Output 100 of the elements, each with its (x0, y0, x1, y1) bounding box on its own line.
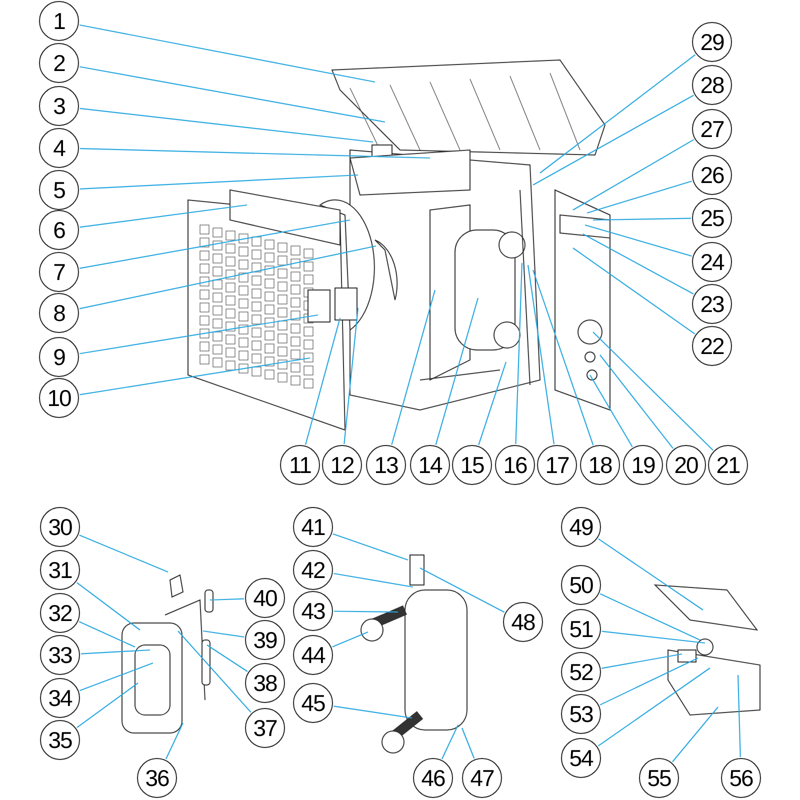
callout-number: 33 (40, 635, 80, 675)
callout-number: 6 (39, 210, 79, 250)
leader-line (478, 362, 507, 446)
callout-number: 45 (293, 683, 333, 723)
leader-line (80, 204, 248, 228)
leader-line (598, 668, 710, 746)
leader-line (527, 264, 555, 444)
leader-line (582, 234, 694, 294)
callout-number: 14 (410, 445, 450, 485)
callout-number: 30 (40, 507, 80, 547)
callout-number: 29 (692, 22, 732, 62)
leader-line (202, 630, 244, 638)
leader-line (391, 290, 436, 445)
leader-line (600, 354, 674, 449)
callout-number: 34 (40, 678, 80, 718)
leader-line (672, 706, 718, 762)
leader-line (332, 632, 368, 648)
callout-number: 22 (692, 326, 732, 366)
leader-line (540, 54, 696, 174)
callout-number: 44 (293, 635, 333, 675)
callout-number: 50 (561, 565, 601, 605)
callout-number: 16 (495, 445, 535, 485)
callout-number: 41 (293, 507, 333, 547)
leader-line (532, 94, 694, 186)
leader-line (80, 148, 430, 159)
callout-number: 32 (40, 593, 80, 633)
callout-number: 56 (721, 758, 761, 798)
leader-line (593, 218, 692, 221)
leader-line (165, 722, 184, 760)
callout-number: 31 (40, 550, 80, 590)
leader-line (210, 598, 244, 601)
leader-line (79, 534, 168, 572)
callout-number: 43 (293, 591, 333, 631)
leader-line (592, 332, 714, 451)
callout-number: 7 (39, 252, 79, 292)
leader-line (600, 593, 700, 640)
callout-number: 46 (413, 758, 453, 798)
callout-number: 54 (561, 738, 601, 778)
leader-line (304, 318, 341, 445)
leader-line (80, 314, 318, 354)
leader-line (332, 533, 408, 561)
leader-line (602, 630, 706, 644)
callout-number: 24 (692, 242, 732, 282)
callout-number: 40 (245, 578, 285, 618)
leader-line (79, 245, 376, 310)
callout-number: 21 (708, 445, 748, 485)
callout-number: 28 (692, 65, 732, 105)
leader-line (206, 644, 248, 672)
leader-line (600, 658, 698, 706)
leader-line (80, 649, 150, 654)
callout-number: 36 (137, 758, 177, 798)
callout-number: 12 (322, 445, 362, 485)
leader-line (572, 139, 694, 210)
callout-number: 51 (561, 609, 601, 649)
callout-number: 35 (40, 720, 80, 760)
leader-line (334, 572, 414, 588)
callout-number: 10 (39, 378, 79, 418)
callout-number: 4 (39, 128, 79, 168)
callout-number: 42 (293, 550, 333, 590)
callout-number: 25 (692, 198, 732, 238)
callout-number: 3 (39, 86, 79, 126)
callout-number: 37 (245, 708, 285, 748)
leader-line (80, 66, 386, 123)
callout-number: 52 (561, 652, 601, 692)
leader-line (80, 24, 376, 83)
leader-line (586, 180, 692, 214)
leader-line (344, 308, 359, 444)
leader-line (461, 728, 475, 759)
callout-number: 23 (692, 284, 732, 324)
leader-line (572, 248, 696, 334)
callout-number: 18 (580, 445, 620, 485)
leader-line (532, 270, 594, 446)
leader-line (80, 357, 310, 396)
leader-line (76, 582, 140, 630)
leader-line (334, 610, 398, 613)
callout-number: 38 (245, 663, 285, 703)
leader-line (584, 224, 692, 257)
callout-number: 8 (39, 293, 79, 333)
callout-number: 17 (537, 445, 577, 485)
callout-number: 49 (561, 507, 601, 547)
callout-number: 1 (39, 1, 79, 41)
callout-number: 26 (692, 155, 732, 195)
callout-number: 9 (39, 337, 79, 377)
leader-line (334, 706, 412, 719)
leader-line (76, 682, 138, 728)
callout-number: 27 (692, 109, 732, 149)
callout-number: 47 (462, 758, 502, 798)
leader-line (515, 262, 523, 444)
leader-line (598, 538, 704, 610)
leader-line (79, 662, 154, 692)
callout-number: 19 (623, 445, 663, 485)
callout-number: 48 (503, 602, 543, 642)
leader-line (420, 568, 505, 613)
leader-line (80, 219, 350, 269)
callout-number: 11 (280, 445, 320, 485)
leader-line (590, 374, 633, 448)
leader-line (178, 630, 252, 713)
leader-line (441, 724, 458, 760)
callout-number: 39 (245, 620, 285, 660)
leader-line (78, 621, 136, 648)
